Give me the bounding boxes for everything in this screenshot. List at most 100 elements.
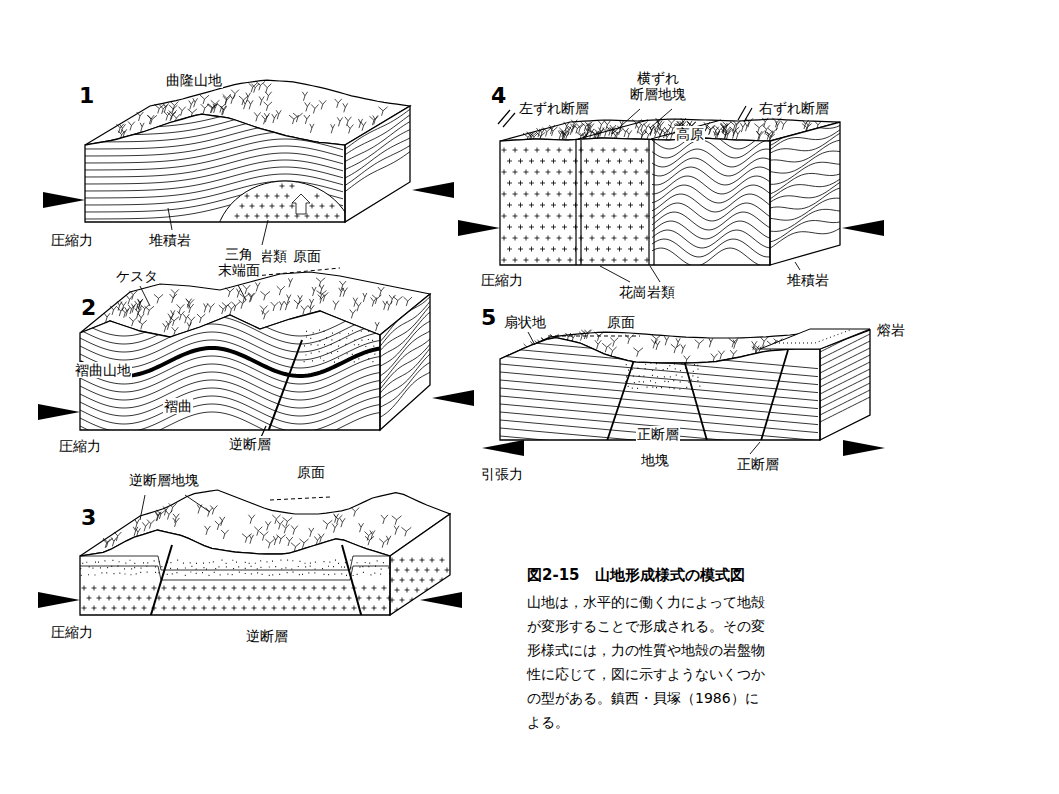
front-section xyxy=(80,545,392,621)
fault-line xyxy=(268,340,302,432)
leader-line xyxy=(650,109,672,128)
side-face xyxy=(770,122,840,265)
granite-pattern xyxy=(390,558,450,613)
feature-label: 圧縮力 xyxy=(58,438,102,454)
block-diagram xyxy=(500,320,870,473)
lava-sheet xyxy=(760,329,870,349)
feature-label: 圧縮力 xyxy=(50,624,94,640)
sediment-layer xyxy=(80,556,389,570)
fault-line xyxy=(580,140,581,265)
fault-line xyxy=(150,545,172,618)
strata-line xyxy=(770,133,840,153)
strata-line xyxy=(820,362,870,387)
figure-title: 図2-15 山地形成様式の模式図 xyxy=(527,566,745,585)
strata-line xyxy=(652,239,772,257)
strata-line xyxy=(85,139,343,163)
feature-label: 原面 xyxy=(292,248,322,264)
strata-line xyxy=(820,355,870,380)
feature-label: 扇状地 xyxy=(503,314,547,330)
feature-label: 曲隆山地 xyxy=(165,72,223,88)
fault-line xyxy=(606,360,634,444)
leader-line xyxy=(262,220,268,245)
strata-line xyxy=(820,369,870,394)
strata-line xyxy=(345,145,410,185)
strata-line xyxy=(820,348,870,373)
strata-line xyxy=(380,372,430,417)
feature-label: 正断層 xyxy=(636,426,680,442)
panel-number: 1 xyxy=(78,84,95,108)
force-arrow xyxy=(458,220,500,236)
strata-line xyxy=(85,118,343,142)
fault-line xyxy=(684,360,708,444)
strata-line xyxy=(380,321,430,366)
side-outline xyxy=(345,106,410,222)
leader-line xyxy=(185,495,210,512)
fault-symbol xyxy=(744,108,752,122)
front-outline xyxy=(80,530,390,615)
strata-line xyxy=(345,109,410,149)
strata-line xyxy=(380,301,430,346)
sediment-zone xyxy=(651,130,781,270)
fault-trace xyxy=(578,120,648,139)
front-face xyxy=(80,530,390,615)
force-arrow xyxy=(420,592,462,608)
force-arrow xyxy=(843,440,885,456)
feature-label: 原面 xyxy=(296,464,326,480)
strata-line xyxy=(770,115,840,137)
strata-line xyxy=(500,380,818,409)
strata-line xyxy=(770,179,840,199)
force-arrow xyxy=(432,390,474,406)
surface-envelope xyxy=(548,336,640,337)
side-section xyxy=(390,558,450,613)
leader-line xyxy=(600,266,630,282)
strata-line xyxy=(652,158,772,176)
strata-line xyxy=(652,149,772,167)
feature-label: 圧縮力 xyxy=(480,272,524,288)
feature-label: 堆積岩 xyxy=(786,272,830,288)
feature-label: 熔岩 xyxy=(876,322,906,338)
panel-number: 2 xyxy=(80,296,97,320)
strata-line xyxy=(652,230,772,248)
strata-line xyxy=(500,364,818,393)
strata-line xyxy=(500,372,818,401)
leader-line xyxy=(238,285,246,300)
strata-line xyxy=(820,383,870,408)
side-outline xyxy=(380,294,430,430)
strata-line xyxy=(85,146,343,170)
front-outline xyxy=(85,114,345,222)
granite-pattern xyxy=(235,184,340,219)
strata-line xyxy=(380,331,430,376)
strata-line xyxy=(770,151,840,173)
strata-line xyxy=(85,153,343,177)
strata-line xyxy=(500,420,818,449)
block-diagram xyxy=(80,490,450,621)
feature-label: 褶曲 xyxy=(163,398,193,414)
feature-label: 褶曲山地 xyxy=(74,362,132,378)
leader-line xyxy=(612,109,640,134)
feature-label: 堆積岩 xyxy=(148,232,192,248)
feature-label: ケスタ xyxy=(115,268,159,284)
strata-line xyxy=(80,308,380,336)
strata-line xyxy=(500,444,818,473)
fault-line xyxy=(653,140,654,265)
feature-label: 横ずれ 断層地塊 xyxy=(628,70,688,102)
strata-line xyxy=(345,138,410,178)
strata-line xyxy=(80,380,380,408)
side-section xyxy=(770,104,840,248)
force-arrow xyxy=(43,192,85,208)
force-arrow xyxy=(38,592,80,608)
strata-line xyxy=(80,324,380,352)
front-face xyxy=(85,114,345,222)
sediment-layer xyxy=(80,566,389,580)
feature-label: 逆断層 xyxy=(228,436,272,452)
block-diagram xyxy=(500,104,840,270)
strata-line xyxy=(85,111,343,135)
strata-line xyxy=(652,140,772,158)
feature-label: 左ずれ断層 xyxy=(518,100,590,116)
feature-label: 引張力 xyxy=(480,466,524,482)
strata-line xyxy=(345,130,410,170)
fault-line xyxy=(760,350,788,444)
force-arrow xyxy=(412,182,454,198)
